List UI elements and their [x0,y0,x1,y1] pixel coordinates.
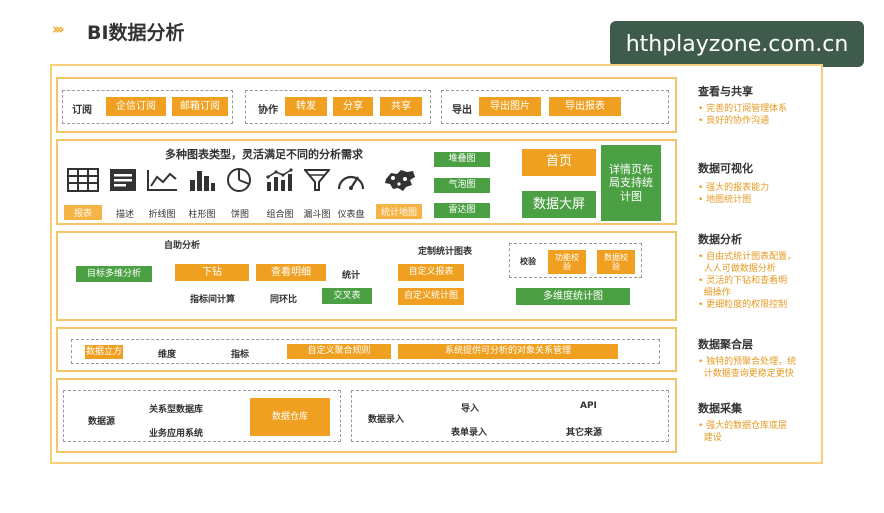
chart-label-map[interactable]: 统计地图 [376,204,422,219]
bullet: • 灵活的下钻和查看明 [698,276,788,286]
side-bullets-visualization: • 强大的报表能力 • 地图统计图 [698,182,769,206]
custom-chart-button[interactable]: 自定义统计图 [398,288,464,305]
stat-label: 统计 [342,271,361,281]
row-analysis [56,231,677,321]
chart-label-funnel: 漏斗图 [303,210,331,220]
self-analysis-label: 自助分析 [164,241,201,251]
form-entry-label: 表单录入 [451,428,488,438]
big-screen-button[interactable]: 数据大屏 [522,191,596,218]
bullet: • 强大的数据仓库底层 [698,421,788,431]
email-subscribe-button[interactable]: 邮箱订阅 [172,97,228,116]
forward-button[interactable]: 转发 [285,97,327,116]
map-icon [382,166,418,194]
custom-report-button[interactable]: 自定义报表 [398,264,464,281]
data-entry-label: 数据录入 [368,415,405,425]
export-label: 导出 [452,105,472,116]
bullet: • 地图统计图 [698,195,752,205]
datasource-label: 数据源 [88,417,116,427]
data-cube-button[interactable]: 数据立方 [85,345,123,359]
bullet: 细操作 [703,288,731,298]
bullet: 建设 [703,433,722,443]
dimension-label: 维度 [158,350,177,360]
crosstab-button[interactable]: 交叉表 [322,288,372,304]
custom-aggregation-button[interactable]: 自定义聚合规则 [287,344,391,359]
side-title-view-share: 查看与共享 [698,85,753,98]
import-label: 导入 [461,404,480,414]
bullet: 人人可做数据分析 [703,264,776,274]
business-system-label: 业务应用系统 [149,429,204,439]
chart-label-text: 描述 [115,210,134,220]
bullet: • 更细粒度的权限控制 [698,300,788,310]
side-title-visualization: 数据可视化 [698,162,753,175]
stacked-chart-button[interactable]: 堆叠图 [434,152,490,167]
collab-group [245,90,431,124]
indicator-label: 指标 [231,350,250,360]
chevron-icon: ››› [52,20,64,38]
chart-label-gauge: 仪表盘 [337,210,365,220]
home-page-button[interactable]: 首页 [522,149,596,176]
funnel-icon [302,167,332,193]
data-verify-button[interactable]: 数据校验 [597,250,635,274]
datasource-group [63,390,341,442]
entry-group [351,390,669,442]
share-button[interactable]: 分享 [333,97,373,116]
chart-label-line: 折线图 [148,210,176,220]
side-bullets-aggregation: • 独特的预聚合处理，统 计数据查询更稳定更快 [698,356,796,380]
yoy-label: 同环比 [270,295,298,305]
multi-dimension-chart-button[interactable]: 多维度统计图 [516,288,630,305]
text-icon [107,167,139,193]
side-bullets-collection: • 强大的数据仓库底层 建设 [698,420,787,444]
export-group [441,90,669,124]
chart-label-table[interactable]: 报表 [64,205,102,220]
bullet: 计数据查询更稳定更快 [703,369,794,379]
verify-label: 校验 [520,257,536,266]
enterprise-subscribe-button[interactable]: 企信订阅 [106,97,166,116]
aggregation-group [71,339,660,364]
side-title-collection: 数据采集 [698,402,742,415]
watermark: hthplayzone.com.cn [610,21,864,67]
rdb-label: 关系型数据库 [149,405,204,415]
object-relation-button[interactable]: 系统提供可分析的对象关系管理 [398,344,618,359]
side-bullets-view-share: • 完善的订阅管理体系 • 良好的协作沟通 [698,103,787,127]
subscribe-label: 订阅 [72,105,92,116]
indicator-calc-label: 指标间计算 [190,295,236,305]
page-title: BI数据分析 [87,22,185,44]
co-share-button[interactable]: 共享 [380,97,422,116]
side-title-aggregation: 数据聚合层 [698,338,753,351]
other-source-label: 其它来源 [566,428,603,438]
side-title-analysis: 数据分析 [698,233,742,246]
function-verify-button[interactable]: 功能校验 [548,250,586,274]
chart-label-bar: 柱形图 [188,210,216,220]
data-warehouse-button[interactable]: 数据仓库 [250,398,330,436]
chart-label-pie: 饼图 [230,210,249,220]
side-bullets-analysis: • 自由式统计图表配置， 人人可做数据分析 • 灵活的下钻和查看明 细操作 • … [698,251,796,311]
bullet: • 良好的协作沟通 [698,116,770,126]
bullet: • 完善的订阅管理体系 [698,104,788,114]
table-icon [66,167,100,193]
bullet: • 独特的预聚合处理，统 [698,357,797,367]
custom-charts-label: 定制统计图表 [418,247,473,257]
combo-chart-icon [263,167,297,193]
bubble-chart-button[interactable]: 气泡图 [434,178,490,193]
bullet: • 自由式统计图表配置， [698,252,797,262]
export-report-button[interactable]: 导出报表 [549,97,621,116]
pie-chart-icon [223,167,255,193]
export-image-button[interactable]: 导出图片 [479,97,541,116]
multi-dim-drill-button[interactable]: 目标多维分析 [76,266,152,282]
bar-chart-icon [185,167,219,193]
chart-types-heading: 多种图表类型，灵活满足不同的分析需求 [165,148,363,161]
line-chart-icon [145,167,179,193]
api-label: API [580,401,597,411]
verify-group [509,243,642,278]
chart-label-combo: 组合图 [266,210,294,220]
gauge-icon [335,167,367,193]
subscribe-group [62,90,233,124]
view-detail-button[interactable]: 查看明细 [256,264,326,281]
detail-page-button[interactable]: 详情页布局支持统计图 [601,145,661,221]
bullet: • 强大的报表能力 [698,183,770,193]
drill-down-button[interactable]: 下钻 [175,264,249,281]
collab-label: 协作 [258,105,278,116]
radar-chart-button[interactable]: 雷达图 [434,203,490,218]
